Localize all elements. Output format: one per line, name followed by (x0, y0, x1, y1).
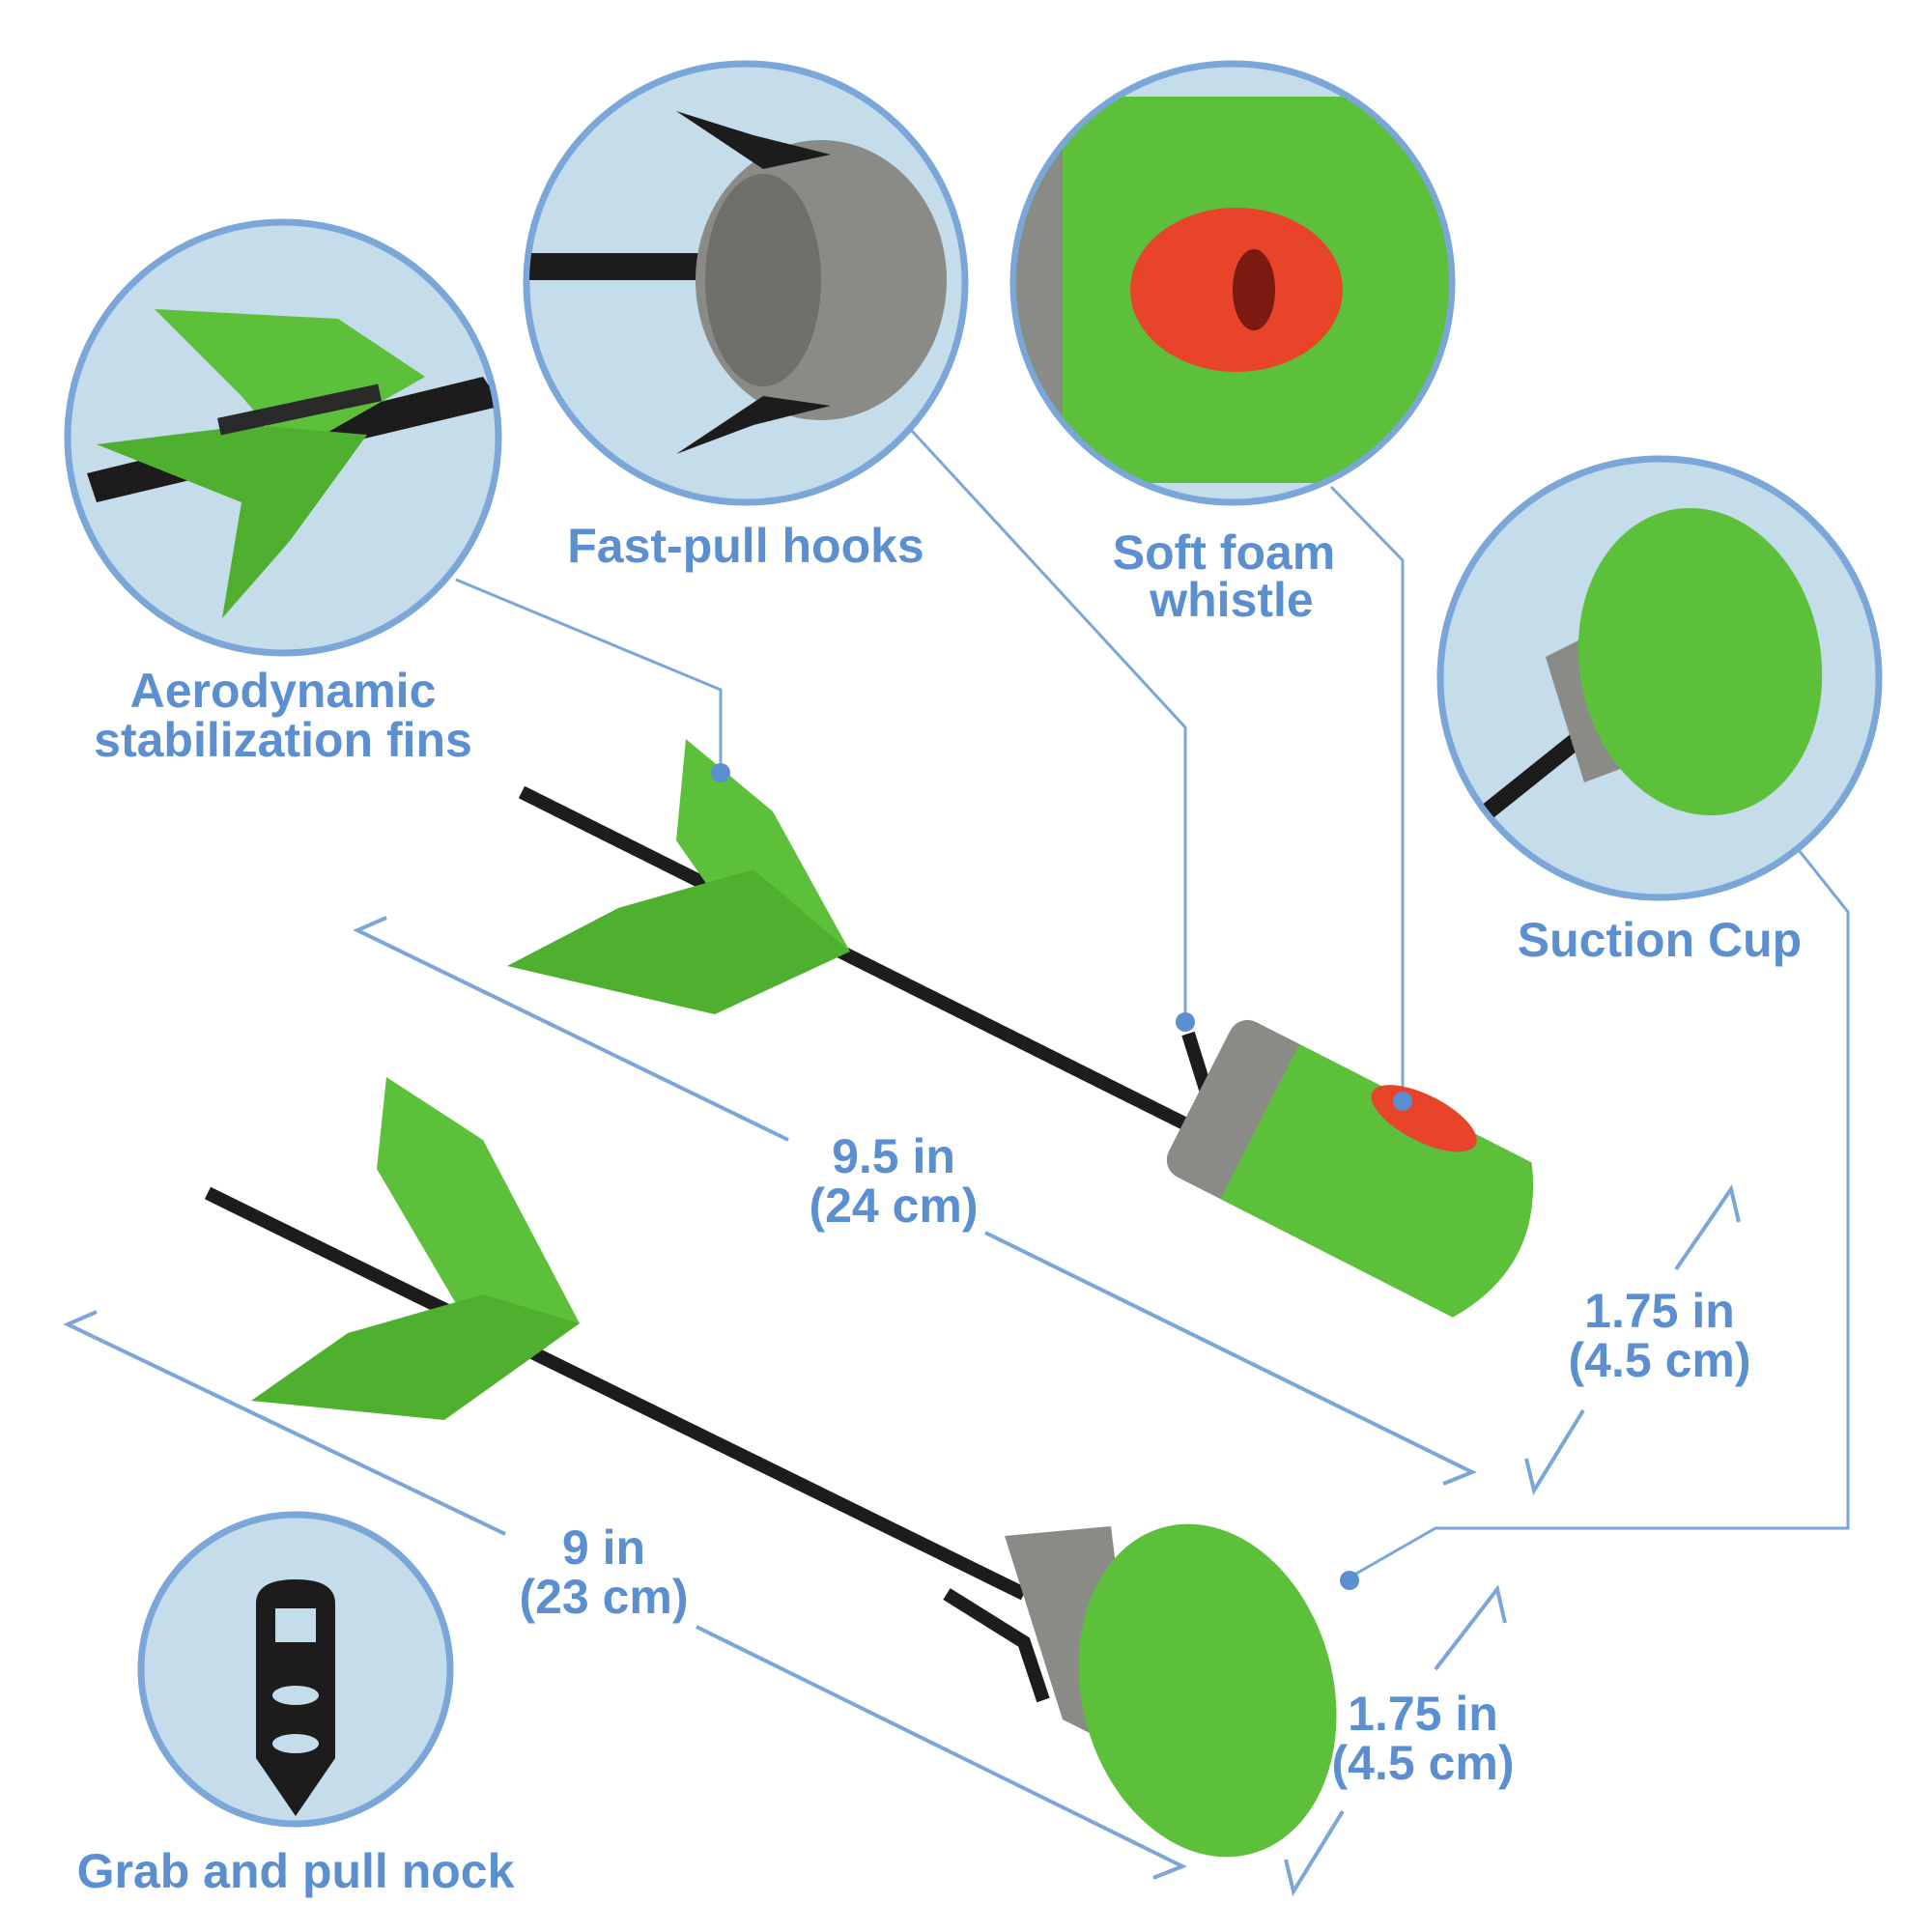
whistle-diameter: 1.75 in (1584, 1284, 1735, 1338)
suction-callout-line (1349, 849, 1850, 1579)
suction-length-metric: (23 cm) (519, 1570, 688, 1624)
hooks-label: Fast-pull hooks (567, 519, 923, 573)
fins-detail-circle (64, 218, 502, 657)
suction-label: Suction Cup (1518, 913, 1802, 967)
fins-label-line2: stabilization fins (94, 713, 472, 767)
fins-label: Aerodynamic (130, 664, 437, 718)
whistle-length-metric: (24 cm) (809, 1179, 978, 1233)
suction-detail-circle (1436, 455, 1883, 901)
hooks-dot (1176, 1012, 1195, 1032)
dim-9in-line-b (696, 1625, 1187, 1880)
fins-callout-line (455, 578, 723, 770)
whistle-dot (1393, 1092, 1412, 1111)
dimension-lines (63, 916, 1741, 1897)
whistle-length: 9.5 in (832, 1129, 955, 1183)
dim-175-upper-a (1674, 1184, 1741, 1271)
suction-arrow (204, 1077, 1337, 1858)
nock-label: Grab and pull nock (77, 1844, 515, 1898)
dim-175-upper-b (1524, 1408, 1585, 1496)
whistle-callout-line (1329, 485, 1405, 1099)
hooks-callout-line (910, 429, 1187, 1020)
hooks-detail-circle (523, 60, 969, 506)
dim-9-5in-line-a (353, 916, 789, 1142)
suction-length: 9 in (562, 1520, 645, 1575)
callout-dots (711, 763, 1412, 1590)
suction-diameter: 1.75 in (1348, 1687, 1498, 1741)
suction-dot (1340, 1571, 1359, 1590)
nock-detail-circle (137, 1511, 454, 1828)
callout-lines (455, 429, 1850, 1579)
whistle-detail-circle (1009, 60, 1456, 506)
dim-175-lower-a (1434, 1584, 1507, 1671)
whistle-arrow (507, 739, 1534, 1318)
dim-175-lower-b (1284, 1809, 1345, 1897)
dim-9-5in-line-b (984, 1231, 1477, 1486)
suction-diameter-metric: (4.5 cm) (1332, 1736, 1515, 1790)
whistle-label-line2: whistle (1149, 573, 1313, 627)
whistle-label: Soft foam (1113, 526, 1336, 580)
whistle-diameter-metric: (4.5 cm) (1569, 1333, 1751, 1387)
dim-9in-line-a (63, 1310, 506, 1536)
fins-dot (711, 763, 730, 782)
